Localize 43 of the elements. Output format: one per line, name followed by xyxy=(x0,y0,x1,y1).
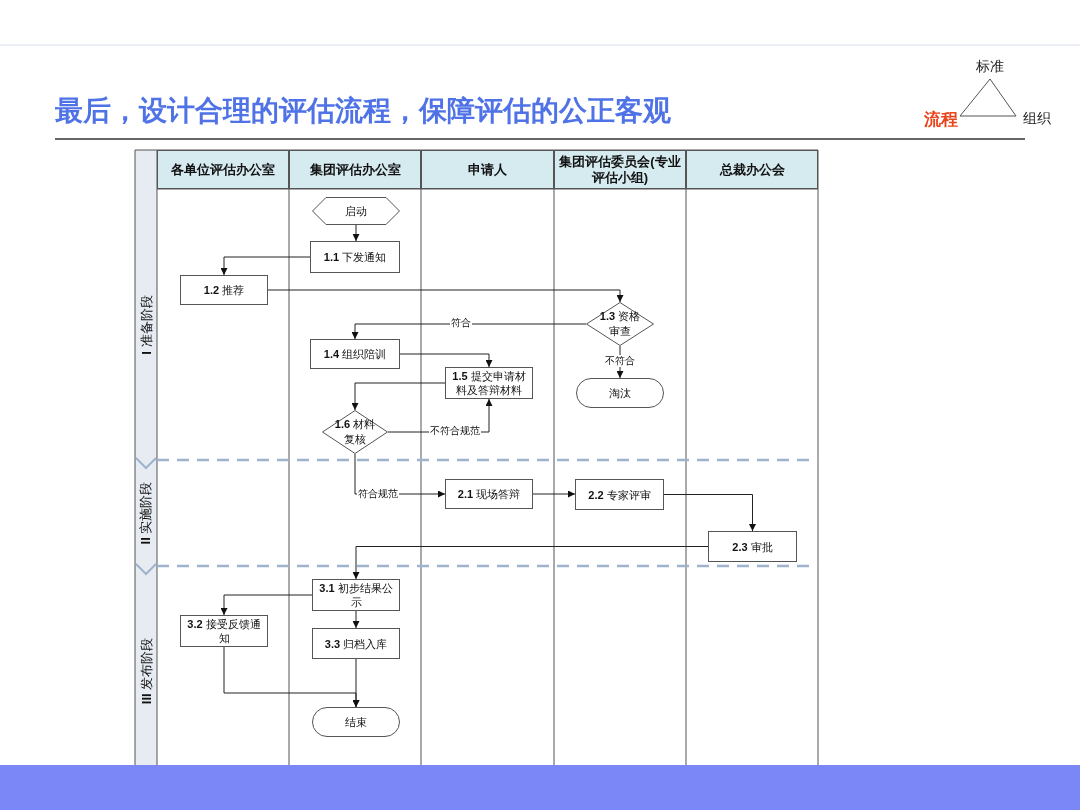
arrow xyxy=(663,494,756,532)
terminal-box: 淘汰 xyxy=(576,378,664,408)
process-box: 2.3 审批 xyxy=(708,531,797,562)
edge-label: 不符合规范 xyxy=(429,425,481,437)
phase-label: II 实施阶段 xyxy=(135,460,157,566)
slide-title: 最后，设计合理的评估流程，保障评估的公正客观 xyxy=(55,94,671,128)
arrow xyxy=(220,256,311,276)
lane-header: 各单位评估办公室 xyxy=(157,150,289,189)
triangle-label: 组织 xyxy=(1023,110,1051,128)
arrow xyxy=(352,610,360,629)
lane-header: 申请人 xyxy=(421,150,554,189)
process-box: 2.2 专家评审 xyxy=(575,479,664,510)
decision-diamond: 1.3 资格审查 xyxy=(586,302,654,346)
process-box: 1.5 提交申请材料及答辩材料 xyxy=(445,367,533,399)
terminal-box: 结束 xyxy=(312,707,400,737)
phase-label: III 发布阶段 xyxy=(135,566,157,775)
phase-label: I 准备阶段 xyxy=(135,189,157,460)
process-box: 1.2 推荐 xyxy=(180,275,268,305)
arrow xyxy=(351,323,587,340)
process-box: 3.3 归档入库 xyxy=(312,628,400,659)
start-hexagon: 启动 xyxy=(312,197,400,225)
arrow xyxy=(352,546,709,580)
edge-label: 不符合 xyxy=(604,355,636,367)
lane-header: 集团评估委员会(专业评估小组) xyxy=(554,150,686,189)
arrow xyxy=(399,353,493,368)
triangle-label: 标准 xyxy=(976,58,1004,76)
arrow xyxy=(351,382,446,411)
process-box: 2.1 现场答辩 xyxy=(445,479,533,509)
process-box: 1.4 组织陪训 xyxy=(310,339,400,369)
arrow xyxy=(267,289,624,303)
lane-header: 总裁办公会 xyxy=(686,150,818,189)
arrow xyxy=(352,658,360,708)
arrow xyxy=(532,490,576,498)
decision-diamond: 1.6 材料复核 xyxy=(322,410,388,454)
process-box: 3.2 接受反馈通知 xyxy=(180,615,268,647)
process-box: 1.1 下发通知 xyxy=(310,241,400,273)
process-box: 3.1 初步结果公示 xyxy=(312,579,400,611)
lane-header: 集团评估办公室 xyxy=(289,150,421,189)
edge-label: 符合规范 xyxy=(357,488,399,500)
triangle-label: 流程 xyxy=(924,108,958,131)
edge-label: 符合 xyxy=(450,317,472,329)
arrow xyxy=(352,224,360,242)
arrow xyxy=(220,594,313,616)
